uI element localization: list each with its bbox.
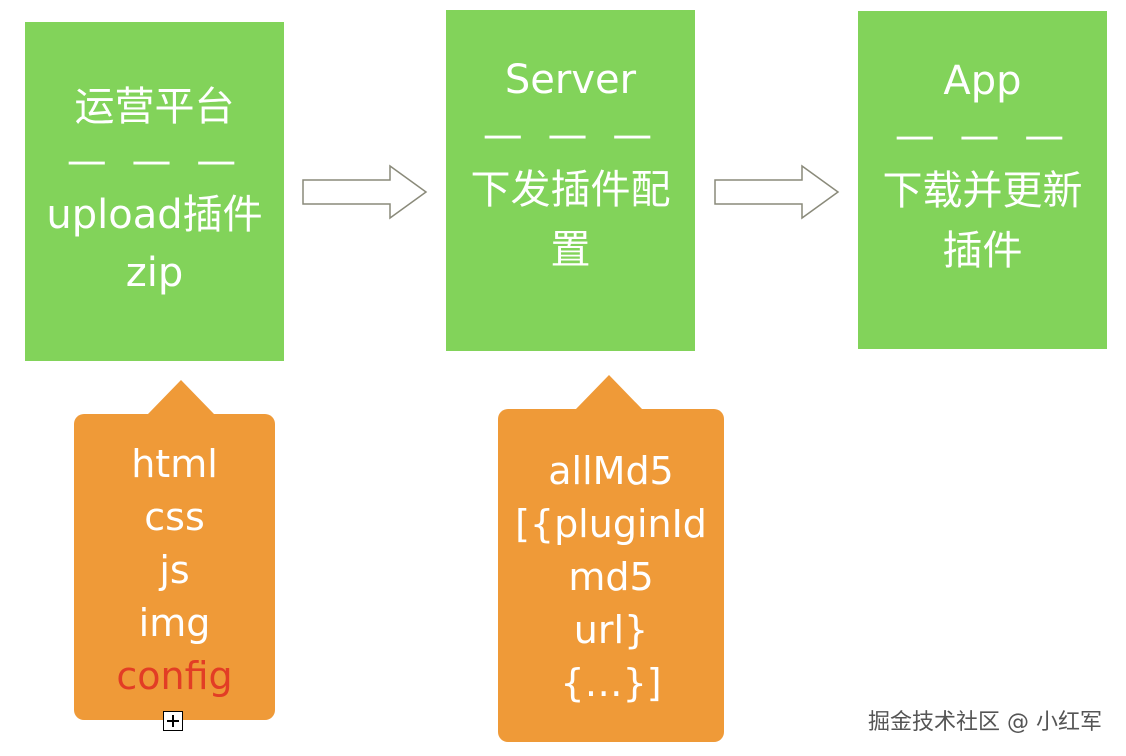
box-line: 下发插件配 bbox=[470, 167, 671, 213]
callout-item: {…}] bbox=[560, 661, 662, 705]
callout-item-config: config bbox=[116, 654, 233, 698]
app-box: App — — — 下载并更新 插件 bbox=[858, 11, 1107, 349]
flow-arrow-1 bbox=[302, 164, 428, 220]
box-line: 下载并更新 bbox=[882, 168, 1083, 214]
callout-item: js bbox=[159, 548, 190, 592]
callout-item: css bbox=[144, 495, 205, 539]
callout-item: html bbox=[131, 442, 218, 486]
callout-item: img bbox=[138, 601, 211, 645]
server-config-callout: allMd5 [{pluginId md5 url} {…}] bbox=[498, 375, 724, 742]
expand-icon[interactable] bbox=[163, 711, 183, 731]
server-box: Server — — — 下发插件配 置 bbox=[446, 10, 695, 351]
box-line: 置 bbox=[550, 227, 591, 273]
box-title: App bbox=[943, 58, 1022, 104]
box-line: 插件 bbox=[942, 228, 1023, 274]
flow-arrow-2 bbox=[714, 164, 840, 220]
watermark: 掘金技术社区 @ 小红军 bbox=[868, 710, 1102, 735]
box-title: 运营平台 bbox=[74, 84, 235, 130]
box-line: upload插件 bbox=[46, 192, 263, 238]
callout-item: allMd5 bbox=[548, 449, 674, 493]
box-divider: — — — bbox=[894, 113, 1071, 159]
ops-platform-box: 运营平台 — — — upload插件 zip bbox=[25, 22, 284, 361]
box-divider: — — — bbox=[66, 138, 243, 184]
callout-item: url} bbox=[573, 608, 649, 652]
plugin-zip-contents-callout: html css js img config bbox=[74, 380, 275, 720]
callout-item: [{pluginId bbox=[515, 502, 707, 546]
box-line: zip bbox=[125, 250, 184, 296]
box-divider: — — — bbox=[482, 112, 659, 158]
box-title: Server bbox=[504, 57, 637, 103]
callout-item: md5 bbox=[568, 555, 654, 599]
